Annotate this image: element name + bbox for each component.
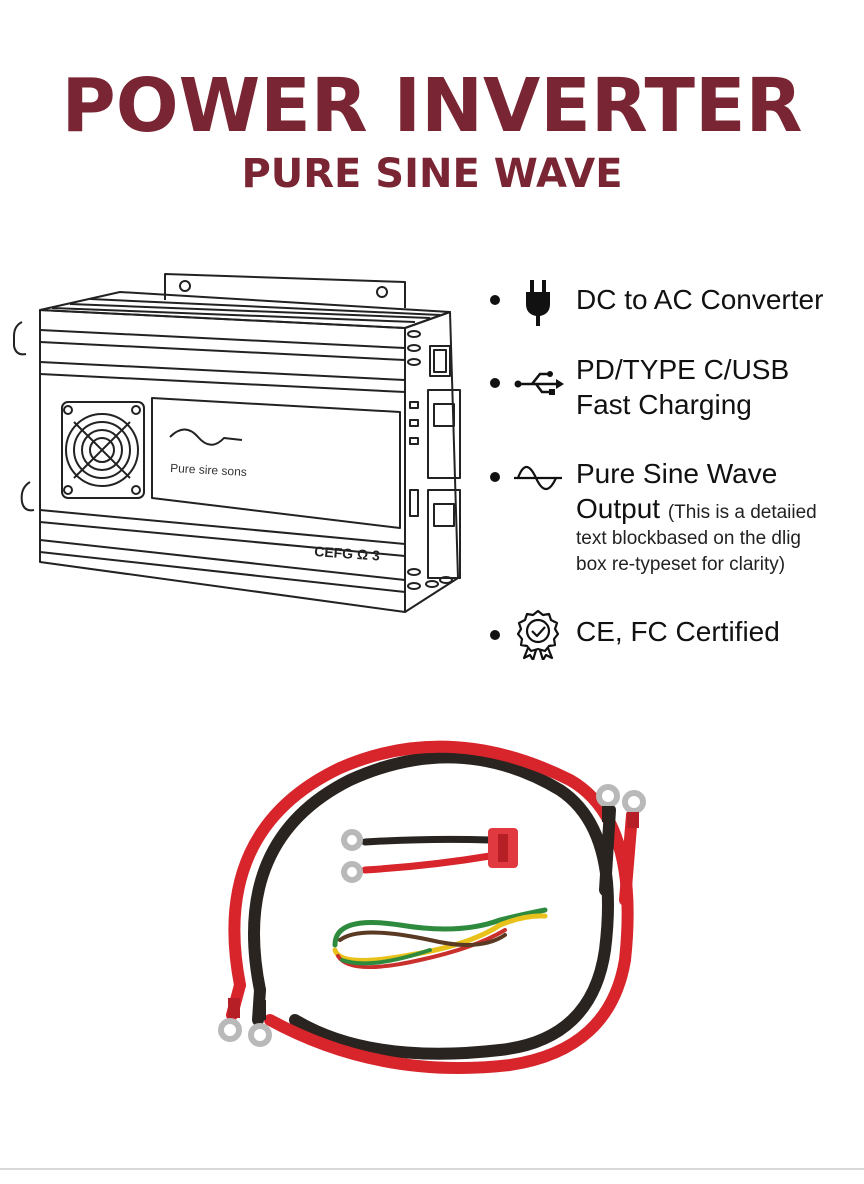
- cert-marks: CEFG Ω 3: [314, 543, 381, 564]
- feature-note: text blockbased on the dlig: [576, 528, 801, 549]
- inverter-illustration: Pure sire sons CEFG Ω 3: [13, 273, 461, 613]
- feature-label: Output: [576, 493, 661, 524]
- certified-badge-icon: [516, 609, 560, 660]
- bottom-divider: [0, 1168, 864, 1170]
- feature-note: (This is a detaiied: [667, 502, 817, 523]
- bullet: [490, 378, 500, 388]
- sine-wave-icon: [514, 465, 562, 491]
- display-label: Pure sire sons: [170, 461, 247, 479]
- bullet: [490, 472, 500, 482]
- usb-icon: [514, 371, 564, 395]
- plug-icon: [526, 280, 550, 326]
- page-subtitle: PURE SINE WAVE: [241, 151, 623, 197]
- page-title: POWER INVERTER: [61, 63, 803, 149]
- feature-label: DC to AC Converter: [576, 284, 824, 315]
- bullet: [490, 630, 500, 640]
- feature-note: box re-typeset for clarity): [576, 554, 786, 575]
- cable-set-illustration: [218, 740, 646, 1074]
- feature-label: Fast Charging: [576, 389, 752, 420]
- feature-label: CE, FC Certified: [576, 616, 780, 647]
- bullet: [490, 295, 500, 305]
- feature-label: PD/TYPE C/USB: [576, 354, 790, 385]
- feature-label: Pure Sine Wave: [576, 458, 778, 489]
